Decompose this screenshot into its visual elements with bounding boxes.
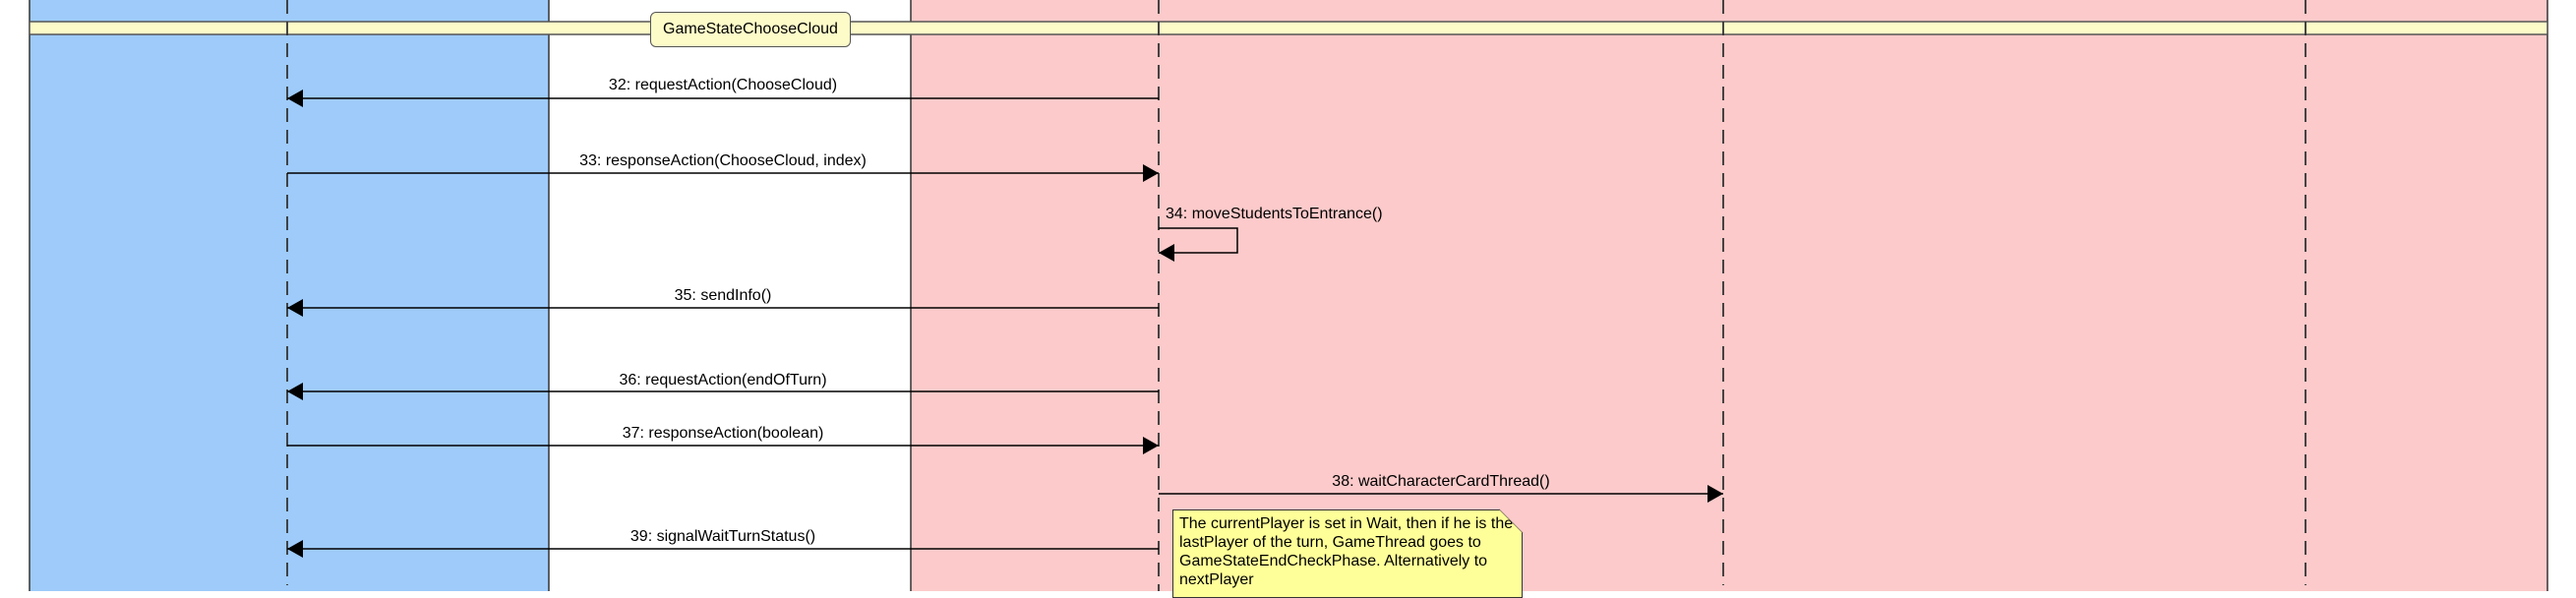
message-label-37: 37: responseAction(boolean)	[622, 425, 824, 442]
note: The currentPlayer is set in Wait, then i…	[1172, 509, 1523, 598]
client-zone	[30, 0, 549, 591]
message-label-32: 32: requestAction(ChooseCloud)	[608, 77, 838, 93]
message-label-36: 36: requestAction(endOfTurn)	[619, 372, 827, 389]
message-label-39: 39: signalWaitTurnStatus()	[629, 528, 816, 545]
message-label-33: 33: responseAction(ChooseCloud, index)	[579, 152, 867, 169]
server-zone	[911, 0, 2547, 591]
frame-band	[29, 21, 2548, 35]
message-label-35: 35: sendInfo()	[674, 287, 772, 304]
message-arrow-34-self	[1159, 227, 1238, 262]
frame-label: GameStateChooseCloud	[650, 12, 851, 47]
message-label-38: 38: waitCharacterCardThread()	[1332, 473, 1550, 490]
message-label-34: 34: moveStudentsToEntrance()	[1166, 206, 1383, 222]
